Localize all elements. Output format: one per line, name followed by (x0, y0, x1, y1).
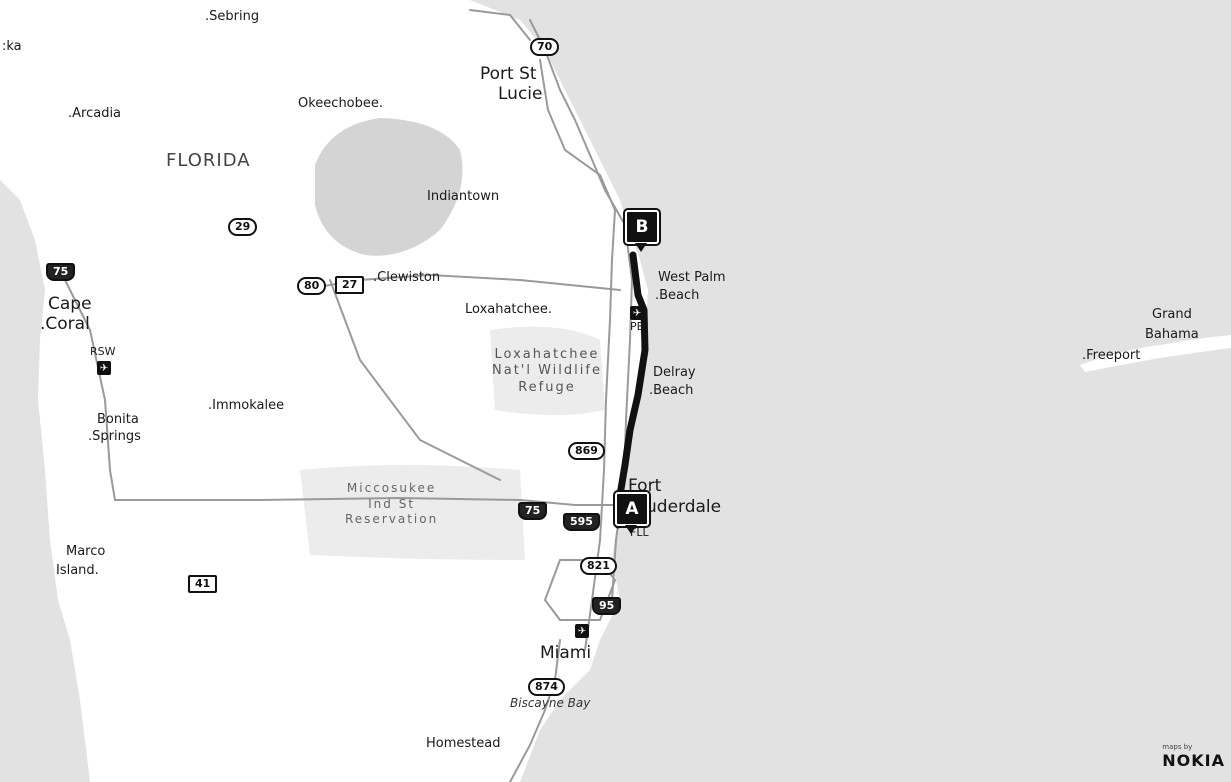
label-ka: :ka (2, 39, 22, 54)
label-cape: Cape (48, 294, 92, 314)
route-shield-29: 29 (228, 218, 258, 237)
ocean (470, 0, 1231, 782)
label-bonita: Bonita (97, 412, 139, 427)
label-springs: .Springs (88, 429, 141, 444)
label-loxahatchee-refuge-line1: Loxahatchee (494, 347, 600, 362)
label-loxahatchee: Loxahatchee. (465, 302, 553, 317)
label-fort: Fort (628, 476, 662, 496)
airport-rsw-icon[interactable]: ✈ (97, 361, 111, 375)
label-florida: FLORIDA (166, 150, 251, 171)
airport-miami-icon[interactable]: ✈ (575, 624, 589, 638)
label-loxahatchee-refuge-line2: Nat'l Wildlife (492, 363, 602, 379)
attribution-brand-logo: NOKIA (1162, 751, 1225, 770)
gulf-water (0, 180, 90, 782)
label-miccosukee-line1: Miccosukee (346, 481, 437, 495)
route-shield-i75-north: 75 (46, 263, 76, 282)
label-grand: Grand (1152, 307, 1192, 322)
attribution-maps-by: maps by (1162, 743, 1193, 751)
map-attribution: maps by NOKIA (1162, 743, 1225, 770)
label-port-st: Port St (480, 64, 537, 84)
route-shield-i95: 95 (592, 597, 622, 616)
road-us27 (329, 279, 501, 481)
lake-okeechobee (315, 118, 463, 256)
label-immokalee: .Immokalee (208, 398, 285, 413)
label-miccosukee-reservation: Miccosukee Ind St Reservation (345, 481, 438, 528)
label-homestead: Homestead (426, 736, 501, 751)
route-shield-70: 70 (530, 38, 560, 57)
label-island: Island. (56, 563, 99, 578)
route-shield-27: 27 (335, 276, 365, 295)
label-airport-rsw: RSW (90, 345, 116, 358)
label-lucie: Lucie (498, 84, 543, 104)
route-shield-595: 595 (563, 513, 600, 532)
route-shield-869: 869 (568, 442, 605, 461)
label-freeport: .Freeport (1082, 348, 1141, 363)
label-biscayne-bay: Biscayne Bay (510, 696, 591, 710)
label-marco: Marco (66, 544, 106, 559)
label-west-palm: West Palm (658, 270, 726, 285)
label-clewiston: .Clewiston (373, 270, 441, 285)
airport-pbi-icon[interactable]: ✈ (630, 306, 644, 320)
label-delray-beach: .Beach (649, 383, 694, 398)
label-miccosukee-line3: Reservation (345, 512, 439, 527)
route-shield-41: 41 (188, 575, 218, 594)
route-shield-80: 80 (297, 277, 327, 296)
label-miami: Miami (540, 643, 592, 663)
label-arcadia: .Arcadia (68, 106, 122, 121)
road-us1-south (509, 639, 561, 782)
label-miccosukee-line2: Ind St (368, 496, 416, 511)
wetland-loxahatchee (490, 326, 605, 415)
label-loxahatchee-refuge-line3: Refuge (518, 379, 576, 395)
label-sebring: .Sebring (205, 9, 260, 24)
wetland-everglades (300, 465, 525, 560)
label-delray: Delray (653, 365, 696, 380)
label-bahama: Bahama (1145, 327, 1199, 342)
label-west-palm-beach: .Beach (655, 288, 700, 303)
route-shield-821: 821 (580, 557, 617, 576)
label-indiantown: Indiantown (427, 189, 500, 204)
road-coastal-north (469, 9, 531, 41)
label-airport-pbi: PB (630, 320, 645, 333)
route-marker-a[interactable]: A (615, 492, 649, 534)
route-shield-i75: 75 (518, 502, 548, 521)
route-marker-b[interactable]: B (625, 210, 659, 252)
label-coral: .Coral (40, 314, 90, 334)
label-lauderdale: uderdale (646, 497, 722, 517)
label-loxahatchee-refuge: Loxahatchee Nat'l Wildlife Refuge (492, 347, 602, 396)
label-airport-fll: FLL (630, 526, 649, 539)
grand-bahama-island (1080, 335, 1231, 372)
label-okeechobee: Okeechobee. (298, 96, 384, 111)
route-line (614, 251, 649, 529)
route-shield-874: 874 (528, 678, 565, 697)
